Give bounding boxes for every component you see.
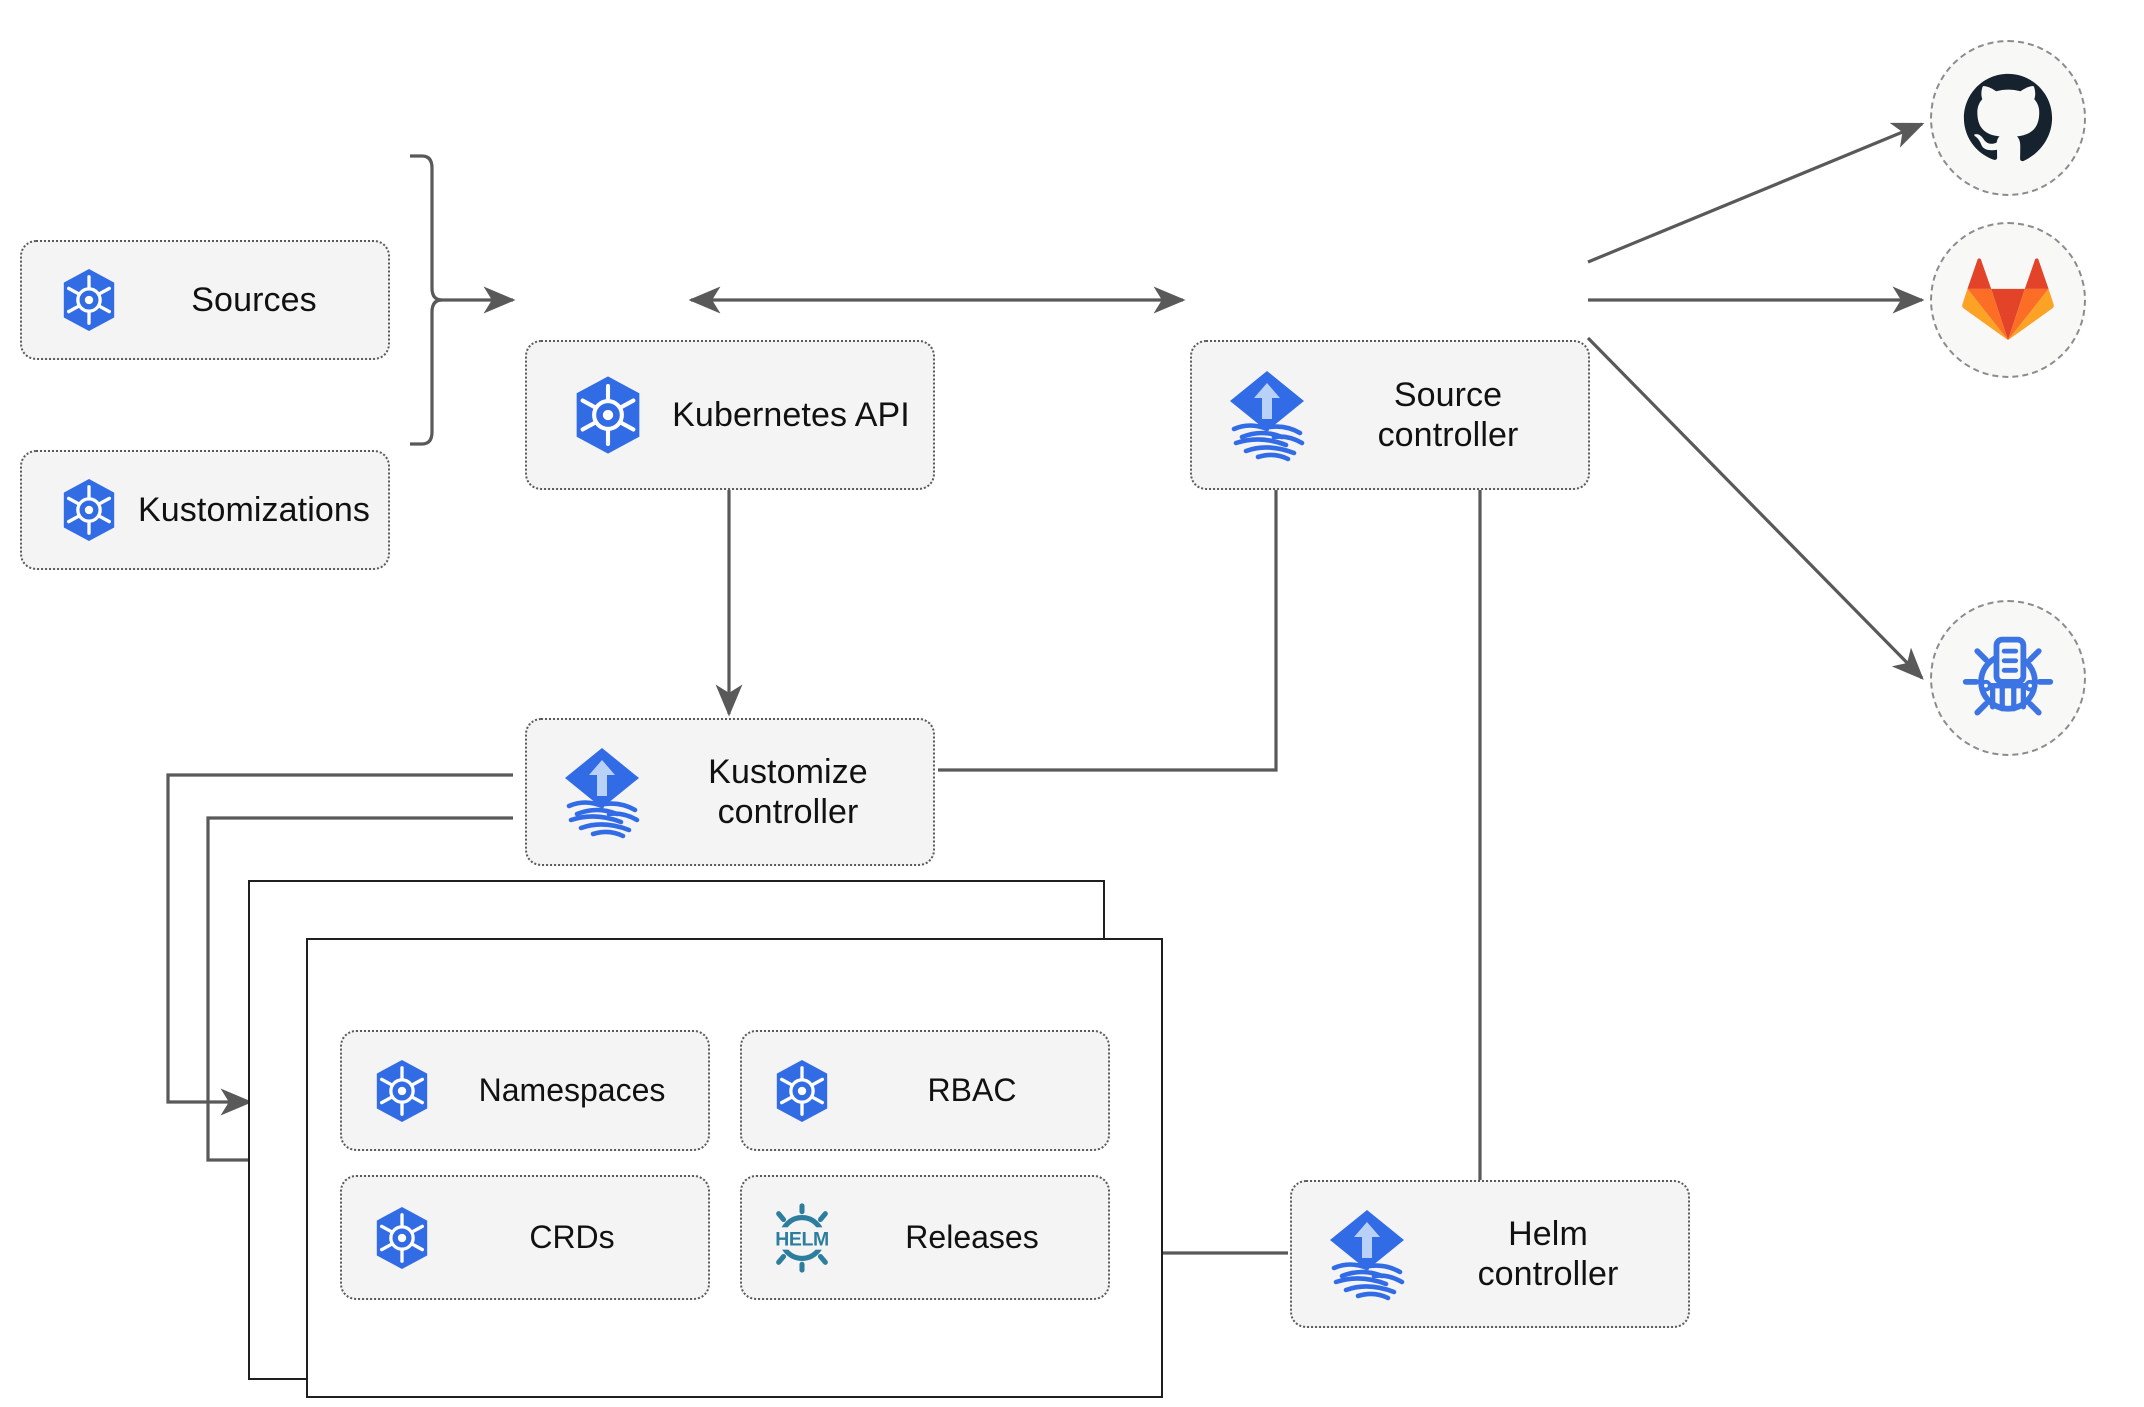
node-kustomize-controller[interactable]: Kustomize controller: [525, 718, 935, 866]
cell-label: Namespaces: [478, 1072, 666, 1108]
node-label: Kustomize controller: [708, 752, 868, 831]
node-helm-controller[interactable]: Helm controller: [1290, 1180, 1690, 1328]
cell-crds[interactable]: CRDs: [340, 1175, 710, 1300]
gitlab-icon: [1962, 258, 2054, 341]
cell-rbac[interactable]: RBAC: [740, 1030, 1110, 1151]
kubernetes-icon: [44, 267, 134, 333]
kubernetes-icon: [758, 1058, 846, 1124]
helm-repository-icon: [1962, 636, 2054, 716]
node-label: Helm controller: [1477, 1214, 1619, 1293]
cell-label: CRDs: [529, 1219, 615, 1255]
provider-github[interactable]: [1930, 40, 2086, 196]
kubernetes-icon: [358, 1058, 446, 1124]
node-sources[interactable]: Sources: [20, 240, 390, 360]
edge-source-controller-to-github: [1587, 122, 1925, 264]
svg-text:HELM: HELM: [775, 1228, 829, 1250]
node-label: Kustomizations: [138, 490, 370, 529]
flux-icon: [1212, 367, 1322, 463]
node-label: Sources: [191, 280, 317, 319]
flux-icon: [1312, 1206, 1422, 1302]
node-label: Source controller: [1377, 375, 1519, 454]
tenant-container-front[interactable]: [306, 938, 1163, 1398]
node-label: Kubernetes API: [672, 395, 910, 434]
flux-icon: [547, 744, 657, 840]
cell-label: RBAC: [927, 1072, 1017, 1108]
node-kustomizations[interactable]: Kustomizations: [20, 450, 390, 570]
kubernetes-icon: [358, 1205, 446, 1271]
cell-releases[interactable]: HELM Releases: [740, 1175, 1110, 1300]
kubernetes-icon: [44, 477, 134, 543]
provider-gitlab[interactable]: [1930, 222, 2086, 378]
provider-helm-repository[interactable]: [1930, 600, 2086, 756]
helm-icon: HELM: [758, 1202, 846, 1273]
kubernetes-icon: [553, 374, 663, 456]
github-icon: [1963, 73, 2053, 162]
edge-source-controller-to-helm-repository: [1586, 336, 1924, 680]
cell-namespaces[interactable]: Namespaces: [340, 1030, 710, 1151]
cell-label: Releases: [905, 1219, 1039, 1255]
node-source-controller[interactable]: Source controller: [1190, 340, 1590, 490]
edge-resources-bracket: [410, 154, 443, 446]
node-kubernetes-api[interactable]: Kubernetes API: [525, 340, 935, 490]
